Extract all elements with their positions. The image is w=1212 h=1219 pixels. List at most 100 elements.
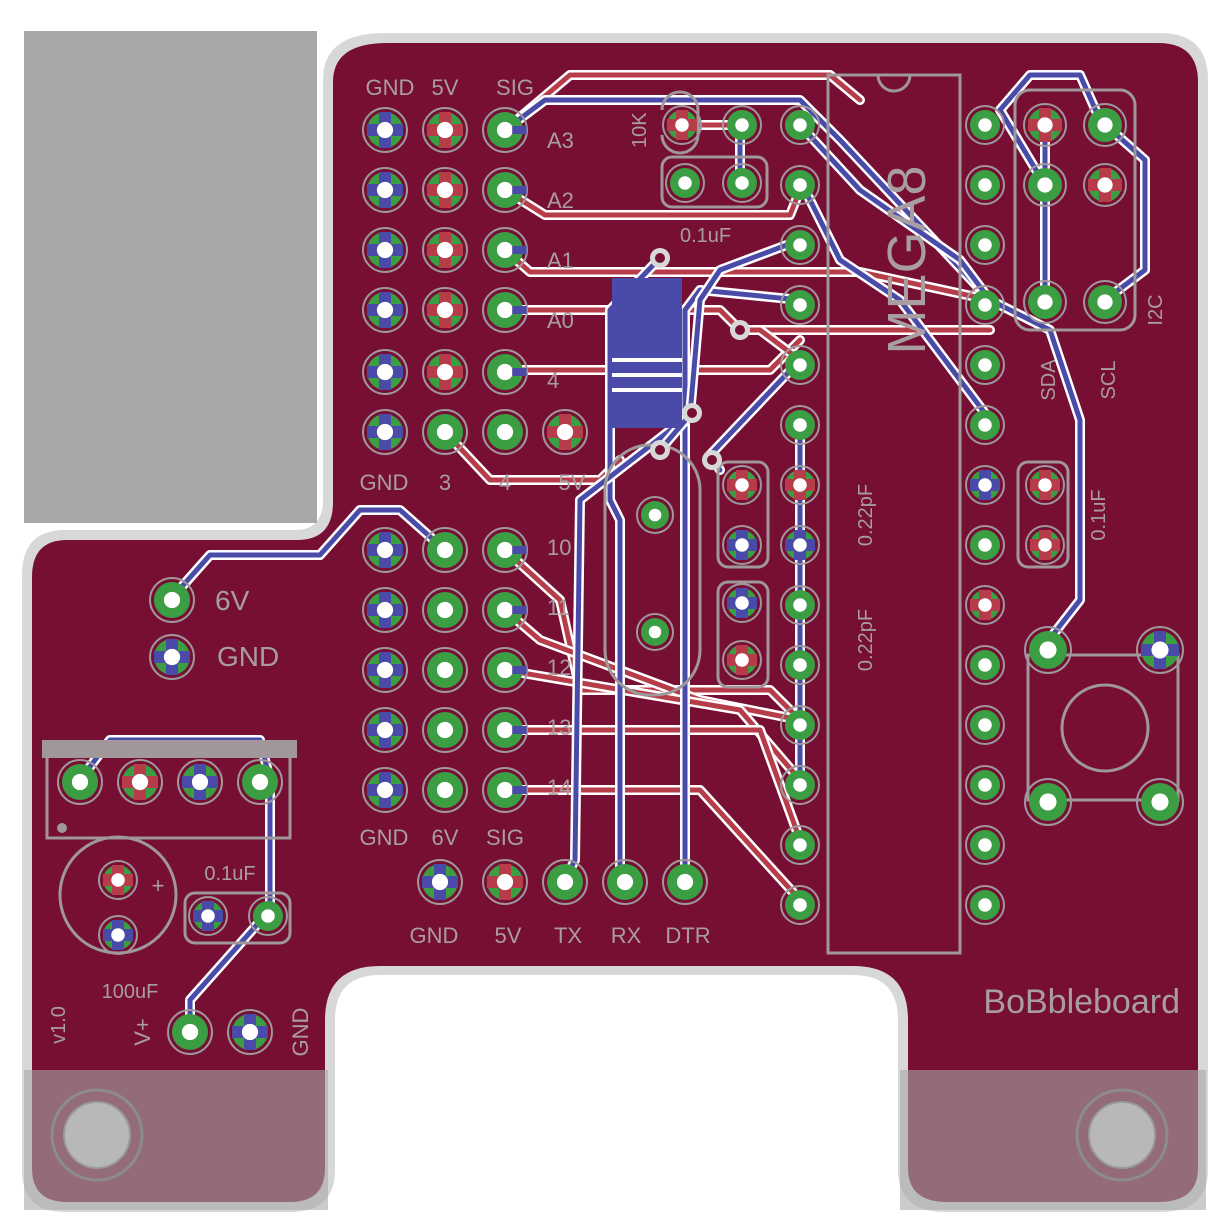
analog-pad-5v-3 [422, 287, 468, 333]
digital-bottom-label-sig: SIG [486, 825, 524, 850]
cap-bottom-pad-2 [248, 896, 288, 936]
analog-pad-gnd-5 [362, 409, 408, 455]
analog-pad-gnd-1 [362, 167, 408, 213]
i2c-label-sda: SDA [1038, 359, 1060, 401]
xtal-cap-2-pad-1 [722, 583, 762, 623]
switch-outline [1026, 653, 1180, 802]
keepout-top-left [24, 31, 317, 523]
serial-label-5v: 5V [495, 923, 522, 948]
i2c-label-scl: SCL [1098, 361, 1120, 400]
trace-dtr [682, 287, 803, 883]
cap-right-pad-2 [1025, 525, 1065, 565]
trace-pc [797, 177, 993, 423]
serial-pad-tx [542, 859, 588, 905]
resistor-pad-2 [722, 105, 762, 145]
cap-top-pad-2 [722, 163, 762, 203]
screw-terminal-outline [45, 758, 292, 840]
digital-pad-6v-4 [422, 767, 468, 813]
chip-pin-2 [780, 165, 820, 205]
electrolytic-polarity: + [152, 873, 165, 898]
chip-pin-1 [780, 105, 820, 145]
analog-row-label-a1: A1 [547, 248, 574, 273]
chip-pin-17 [965, 765, 1005, 805]
digital-bottom-label-gnd: GND [360, 825, 409, 850]
serial-label-dtr: DTR [665, 923, 710, 948]
trace-pb [797, 122, 993, 303]
analog-bottom-label-4: 4 [499, 470, 511, 495]
serial-pad-dtr [662, 859, 708, 905]
digital-pad-sig-4 [482, 767, 528, 813]
xtal-cap-1-pad-2 [722, 525, 762, 565]
via-5 [702, 450, 722, 470]
cap-top-outline [660, 155, 769, 209]
resistor-label: 10K [629, 112, 651, 148]
xtal-cap-1-label: 0.22pF [855, 484, 877, 546]
chip-pin-14 [780, 885, 820, 925]
analog-pad-gnd-2 [362, 227, 408, 273]
analog-pad-sig-2 [482, 227, 528, 273]
analog-bottom-label-gnd: GND [360, 470, 409, 495]
resistor-outline [660, 90, 700, 155]
analog-pad-3 [422, 409, 468, 455]
mounting-hole-right [1075, 1088, 1169, 1182]
switch-pad-1 [1024, 626, 1072, 674]
electrolytic-label: 100uF [102, 981, 159, 1003]
chip-pin-12 [780, 765, 820, 805]
i2c-outline [1013, 88, 1137, 332]
serial-label-gnd: GND [410, 923, 459, 948]
trace-d12 [502, 667, 803, 783]
mounting-hole-left [50, 1088, 144, 1182]
analog-pad-5v-extra [542, 409, 588, 455]
digital-row-label-11: 11 [547, 595, 570, 620]
chip-outline [826, 73, 962, 955]
via-1 [650, 248, 670, 268]
bottom-copper-pour [612, 278, 682, 428]
digital-pad-gnd-2 [362, 647, 408, 693]
digital-pad-sig-1 [482, 587, 528, 633]
pour-clearance-lines [612, 358, 682, 392]
via-3 [682, 403, 702, 423]
xtal-cap-1-outline [716, 460, 770, 569]
digital-pad-gnd-4 [362, 767, 408, 813]
keepout-bottom-right [900, 1070, 1206, 1210]
xtal-cap-2-outline [716, 580, 770, 689]
digital-bottom-label-6v: 6V [432, 825, 459, 850]
chip-pin-6 [780, 405, 820, 445]
board-name: BoBbleboard [983, 983, 1180, 1021]
terminal-pad-4 [237, 759, 283, 805]
analog-pad-gnd-3 [362, 287, 408, 333]
analog-pad-sig-1 [482, 167, 528, 213]
chip-pin-10 [780, 645, 820, 685]
chip-pin-3 [780, 225, 820, 265]
analog-bottom-label-5v: 5V [559, 470, 586, 495]
resistor-pad-1 [662, 105, 702, 145]
analog-row-label-a2: A2 [547, 188, 574, 213]
cap-top-label: 0.1uF [680, 225, 731, 247]
screw-terminal-pin1 [57, 823, 67, 833]
chip-label: MEGA8 [877, 165, 937, 354]
analog-pad-5v-1 [422, 167, 468, 213]
switch-pad-3 [1024, 778, 1072, 826]
analog-bottom-label-3: 3 [439, 470, 451, 495]
digital-pad-gnd-3 [362, 707, 408, 753]
power-pad-gnd [149, 634, 195, 680]
switch-actuator [1060, 683, 1150, 773]
serial-pad-gnd [417, 859, 463, 905]
terminal-pad-3 [177, 759, 223, 805]
chip-pin-23 [965, 405, 1005, 445]
chip-pin-9 [780, 585, 820, 625]
power-label-6v: 6V [215, 585, 250, 616]
battery-pad-vplus [167, 1009, 213, 1055]
digital-pad-sig-3 [482, 707, 528, 753]
digital-row-label-10: 10 [547, 535, 571, 560]
digital-pad-6v-2 [422, 647, 468, 693]
xtal-cap-1-pad-1 [722, 465, 762, 505]
trace-6v [167, 507, 448, 603]
chip-notch [876, 74, 912, 93]
i2c-pad-3 [1023, 163, 1067, 207]
cap-top-pad-1 [665, 163, 705, 203]
digital-pad-gnd-0 [362, 527, 408, 573]
analog-top-label-5v: 5V [432, 75, 459, 100]
digital-row-label-12: 12 [547, 655, 571, 680]
